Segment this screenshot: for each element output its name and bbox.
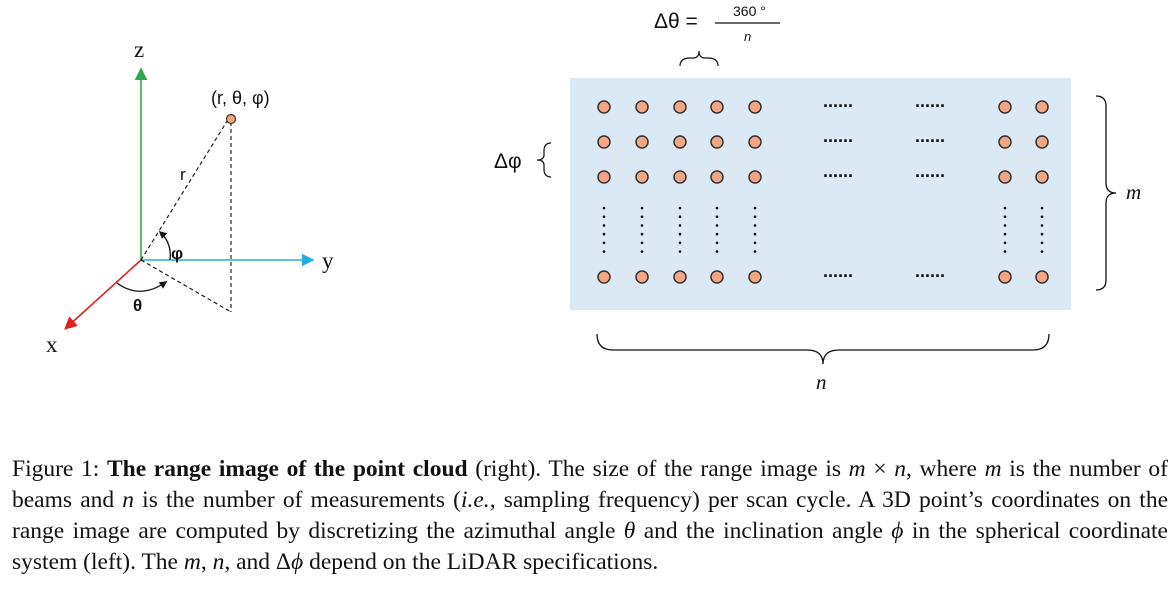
range-image-point: [710, 100, 724, 114]
range-image-point: [710, 135, 724, 149]
caption-bold-title: The range image of the point cloud: [106, 455, 468, 482]
range-image-point: [635, 170, 649, 184]
caption-text: and the inclination angle: [635, 517, 892, 544]
spherical-coordinate-diagram: z y x (r, θ, φ) r φ θ: [46, 37, 334, 357]
range-image-point: [1035, 270, 1049, 284]
range-image-point: [1035, 170, 1049, 184]
range-image-point: [748, 270, 762, 284]
point-marker: [225, 113, 237, 125]
caption-text: , sampling frequency) per scan cycle. A …: [12, 486, 1169, 544]
range-image-point: [597, 100, 611, 114]
delta-phi-brace: [536, 142, 552, 178]
range-image-point: [673, 100, 687, 114]
phi-angle-arc: [158, 230, 171, 261]
horizontal-ellipsis: ......: [915, 126, 945, 146]
delta-theta-label: Δθ =: [654, 10, 698, 33]
range-image-point: [710, 170, 724, 184]
delta-phi-label: Δφ: [494, 150, 522, 173]
horizontal-ellipsis: ......: [915, 161, 945, 181]
m-label: m: [1126, 180, 1141, 204]
point-label: (r, θ, φ): [211, 88, 270, 108]
horizontal-ellipses: ........................................…: [823, 91, 945, 281]
caption-text: depend on the LiDAR specifications.: [303, 548, 659, 575]
range-image-point: [1035, 100, 1049, 114]
range-image-point: [998, 135, 1012, 149]
n-label: n: [816, 370, 827, 394]
range-image-point: [673, 170, 687, 184]
range-image-point: [635, 100, 649, 114]
range-image-point: [673, 270, 687, 284]
x-axis-label: x: [46, 332, 58, 357]
z-axis-label: z: [134, 37, 144, 62]
range-image-point: [998, 170, 1012, 184]
range-image-point: [998, 270, 1012, 284]
y-axis-label: y: [322, 248, 334, 273]
caption-text: in the spherical coordinate system (left…: [12, 517, 1168, 575]
range-image-background: [570, 78, 1071, 310]
radius-label: r: [180, 165, 186, 184]
caption-text: is the number of beams and: [12, 455, 1168, 513]
phi-label: φ: [171, 244, 183, 263]
range-image-point: [748, 170, 762, 184]
range-image-point: [1035, 135, 1049, 149]
horizontal-ellipsis: ......: [915, 261, 945, 281]
projection-horizontal: [140, 259, 232, 313]
range-image-points: [597, 100, 1049, 284]
delta-theta-numerator: 360 °: [733, 3, 766, 19]
radius-line: [140, 117, 230, 261]
range-image-point: [635, 135, 649, 149]
horizontal-ellipsis: ......: [823, 91, 853, 111]
range-image-point: [998, 100, 1012, 114]
range-image-point: [597, 135, 611, 149]
caption-text: ×: [865, 455, 895, 482]
math-m: m: [984, 455, 1002, 482]
theta-label: θ: [133, 296, 142, 315]
range-image-point: [597, 270, 611, 284]
n-brace: [596, 333, 1050, 365]
figure-number: Figure 1:: [12, 455, 100, 482]
math-phi: ϕ: [891, 517, 904, 544]
caption-text: (right). The size of the range image is: [467, 455, 849, 482]
m-brace: [1095, 95, 1117, 291]
figure-caption: Figure 1: The range image of the point c…: [12, 454, 1168, 578]
horizontal-ellipsis: ......: [823, 261, 853, 281]
range-image-point: [748, 100, 762, 114]
delta-theta-denominator: n: [744, 29, 751, 44]
caption-text: , and Δ: [224, 548, 292, 575]
caption-ie: i.e.: [460, 486, 490, 513]
theta-angle-arc: [116, 281, 168, 292]
math-m: m: [848, 455, 866, 482]
math-n: n: [212, 548, 225, 575]
range-image-diagram: Δθ = 360 ° n Δφ m n ....................…: [494, 3, 1141, 394]
delta-theta-brace: [679, 50, 719, 67]
horizontal-ellipsis: ......: [915, 91, 945, 111]
math-theta: θ: [623, 517, 636, 544]
figure-illustration: z y x (r, θ, φ) r φ θ Δθ = 360 ° n Δφ m …: [46, 3, 1141, 394]
caption-text: ,: [200, 548, 213, 575]
range-image-point: [710, 270, 724, 284]
horizontal-ellipsis: ......: [823, 161, 853, 181]
range-image-point: [673, 135, 687, 149]
math-m: m: [183, 548, 201, 575]
math-phi: ϕ: [291, 548, 304, 575]
range-image-point: [635, 270, 649, 284]
range-image-point: [748, 135, 762, 149]
math-n: n: [122, 486, 135, 513]
horizontal-ellipsis: ......: [823, 126, 853, 146]
math-n: n: [894, 455, 906, 482]
x-axis: [64, 259, 142, 330]
caption-text: is the number of measurements (: [134, 486, 461, 513]
range-image-point: [597, 170, 611, 184]
caption-text: , where: [906, 455, 985, 482]
